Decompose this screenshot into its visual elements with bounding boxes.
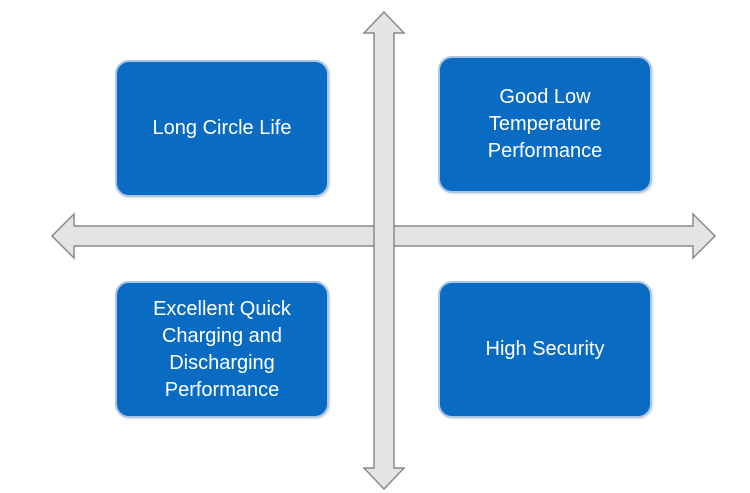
quadrant-top-right-label: Good Low Temperature Performance [487, 86, 603, 162]
quadrant-bottom-right-label: High Security [485, 338, 605, 360]
quadrant-bottom-left-label: Excellent Quick Charging and Discharging… [153, 297, 291, 401]
quadrant-bottom-left-box: Excellent Quick Charging and Discharging… [115, 281, 329, 418]
vertical-double-arrow [362, 10, 406, 491]
quadrant-bottom-right-box: High Security [438, 281, 652, 418]
quadrant-top-left-box: Long Circle Life [115, 60, 329, 197]
quadrant-top-left-label: Long Circle Life [152, 117, 292, 139]
quadrant-top-right-box: Good Low Temperature Performance [438, 56, 652, 193]
